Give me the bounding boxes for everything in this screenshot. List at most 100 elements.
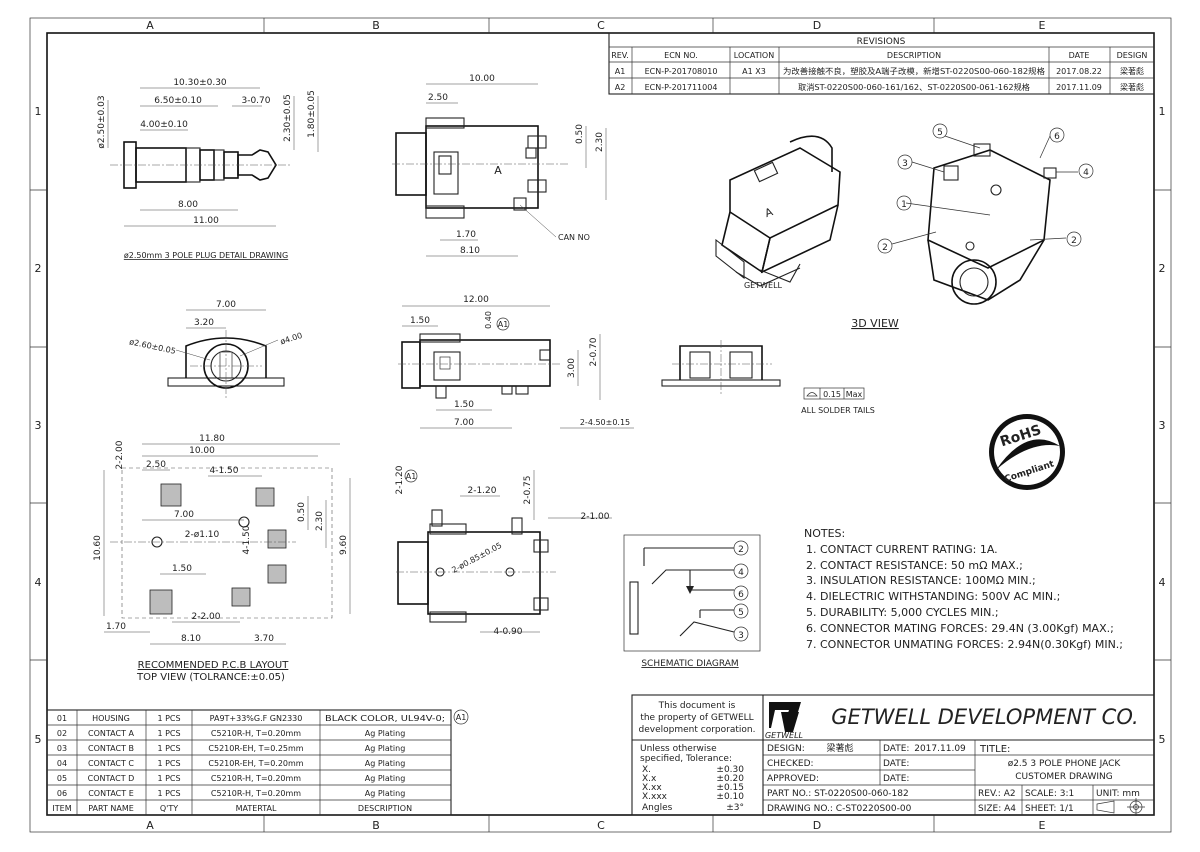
can-no-label: CAN NO xyxy=(558,233,590,242)
dim-label: 2-ø1.10 xyxy=(185,530,220,540)
view-mark-a: A xyxy=(763,205,775,220)
rev-mark: A1 xyxy=(456,713,467,722)
bom-cell: Ag Plating xyxy=(365,789,406,798)
scale-field: SCALE: 3:1 xyxy=(1025,789,1074,799)
rev-cell: 2017.11.09 xyxy=(1056,83,1102,92)
plug-caption: ø2.50mm 3 POLE PLUG DETAIL DRAWING xyxy=(124,251,288,260)
tolerance-key: Angles xyxy=(642,803,673,813)
dim-label: 10.00 xyxy=(469,74,495,84)
bom-header: ITEM xyxy=(52,804,71,813)
row-label-left: 2 xyxy=(35,262,42,275)
bom-header: Q'TY xyxy=(160,804,178,813)
dim-label: 2.30 xyxy=(315,511,325,531)
callout-label: 5 xyxy=(937,128,943,138)
row-label-right: 2 xyxy=(1159,262,1166,275)
bom-cell: 06 xyxy=(57,789,67,798)
col-label-top: E xyxy=(1039,19,1046,32)
col-label-top: C xyxy=(597,19,605,32)
bom-cell: 1 PCS xyxy=(157,759,180,768)
pcb-caption: RECOMMENDED P.C.B LAYOUT xyxy=(138,660,290,671)
schematic-pin: 4 xyxy=(738,568,744,578)
rev-cell: 梁著彪 xyxy=(1120,82,1144,92)
iso-caption: 3D VIEW xyxy=(851,317,899,330)
bom-cell: 01 xyxy=(57,714,67,723)
dim-label: 1.50 xyxy=(454,400,474,410)
tolerance-key: X. xyxy=(642,765,651,775)
bom-cell: CONTACT A xyxy=(88,729,134,738)
dim-label: 6.50±0.10 xyxy=(154,96,202,106)
note-item: 4. DIELECTRIC WITHSTANDING: 500V AC MIN.… xyxy=(806,590,1060,603)
dim-label: 2-1.00 xyxy=(580,512,609,522)
row-label-right: 1 xyxy=(1159,105,1166,118)
rev-header: ECN NO. xyxy=(664,51,698,60)
dim-label: 4-1.50 xyxy=(242,525,252,554)
bom-cell: PA9T+33%G.F GN2330 xyxy=(210,714,303,723)
pcb-pad xyxy=(267,564,287,584)
schematic-pin: 6 xyxy=(738,590,744,600)
row-label-right: 5 xyxy=(1159,733,1166,746)
bom-table: ITEM PART NAME Q'TY MATERTAL DESCRIPTION… xyxy=(46,709,469,816)
pcb-layout-view: 11.80 10.00 2-2.00 2.50 4-1.50 7.00 2-ø1… xyxy=(93,434,351,683)
bom-cell: 1 PCS xyxy=(157,774,180,783)
pcb-pad xyxy=(231,587,251,607)
approved-date-label: DATE: xyxy=(883,774,909,784)
schematic-diagram: 2 4 6 5 3 SCHEMATIC DIAGRAM xyxy=(623,534,761,669)
tolerance-value: ±0.15 xyxy=(716,783,744,793)
dim-label: 7.00 xyxy=(454,418,474,428)
bom-cell: Ag Plating xyxy=(365,774,406,783)
solder-tail-detail: 0.15 Max ALL SOLDER TAILS xyxy=(661,340,875,415)
dim-label: ø2.60±0.05 xyxy=(128,337,176,356)
row-label-right: 3 xyxy=(1159,419,1166,432)
bom-cell: Ag Plating xyxy=(365,759,406,768)
rev-header: DESCRIPTION xyxy=(887,51,941,60)
schematic-pin: 3 xyxy=(738,631,744,641)
dim-label: 4.00±0.10 xyxy=(140,120,188,130)
schematic-pin: 2 xyxy=(738,545,744,555)
col-label-bottom: C xyxy=(597,819,605,832)
dim-label: 2-1.20 xyxy=(395,465,405,494)
tolerance-key: X.xxx xyxy=(642,792,668,802)
dim-label: 2-4.50±0.15 xyxy=(580,418,630,427)
tolerance-key: X.x xyxy=(642,774,657,784)
rev-cell: 取消ST-0220S00-060-161/162、ST-0220S00-061-… xyxy=(798,82,1030,92)
row-label-left: 4 xyxy=(35,576,42,589)
logo-text: GETWELL xyxy=(765,731,803,740)
bom-cell: CONTACT D xyxy=(88,774,135,783)
pcb-pad xyxy=(267,529,287,549)
dim-label: 0.50 xyxy=(297,502,307,522)
dim-label: 8.10 xyxy=(460,246,480,256)
dim-label: 12.00 xyxy=(463,295,489,305)
notes-title: NOTES: xyxy=(804,527,845,540)
bom-header: DESCRIPTION xyxy=(358,804,412,813)
dim-label: 2-2.00 xyxy=(115,440,125,469)
revisions-table: REVISIONS REV. ECN NO. LOCATION DESCRIPT… xyxy=(608,32,1155,95)
col-label-bottom: A xyxy=(146,819,154,832)
callout-label: 2 xyxy=(882,243,888,253)
iso-view-left: A GETWELL xyxy=(715,135,841,290)
dim-label: 2.30±0.05 xyxy=(283,94,293,142)
frame xyxy=(29,17,1172,833)
note-item: 1. CONTACT CURRENT RATING: 1A. xyxy=(806,543,998,556)
dim-label: 2-0.70 xyxy=(589,337,599,366)
rev-header: REV. xyxy=(611,51,629,60)
bom-cell: C5210R-H, T=0.20mm xyxy=(211,774,301,783)
revisions-title: REVISIONS xyxy=(857,37,906,47)
rev-cell: 梁著彪 xyxy=(1120,66,1144,76)
sheet-field: SHEET: 1/1 xyxy=(1025,804,1074,814)
dim-label: 1.70 xyxy=(456,230,476,240)
rohs-badge: RoHS Compliant xyxy=(989,414,1065,490)
projection-symbol-icon xyxy=(1096,798,1145,816)
dim-label: ø4.00 xyxy=(279,331,303,347)
view-mark-a: A xyxy=(494,164,502,177)
callout-label: 3 xyxy=(902,159,908,169)
date-value: 2017.11.09 xyxy=(914,744,966,754)
dim-label: 10.30±0.30 xyxy=(173,78,227,88)
bom-cell: Ag Plating xyxy=(365,744,406,753)
note-item: 6. CONNECTOR MATING FORCES: 29.4N (3.00K… xyxy=(806,622,1114,635)
dim-label: 4-1.50 xyxy=(209,466,238,476)
design-label: DESIGN: xyxy=(767,744,805,754)
bom-cell: C5210R-EH, T=0.20mm xyxy=(208,759,303,768)
dim-label: 11.80 xyxy=(199,434,225,444)
row-label-right: 4 xyxy=(1159,576,1166,589)
